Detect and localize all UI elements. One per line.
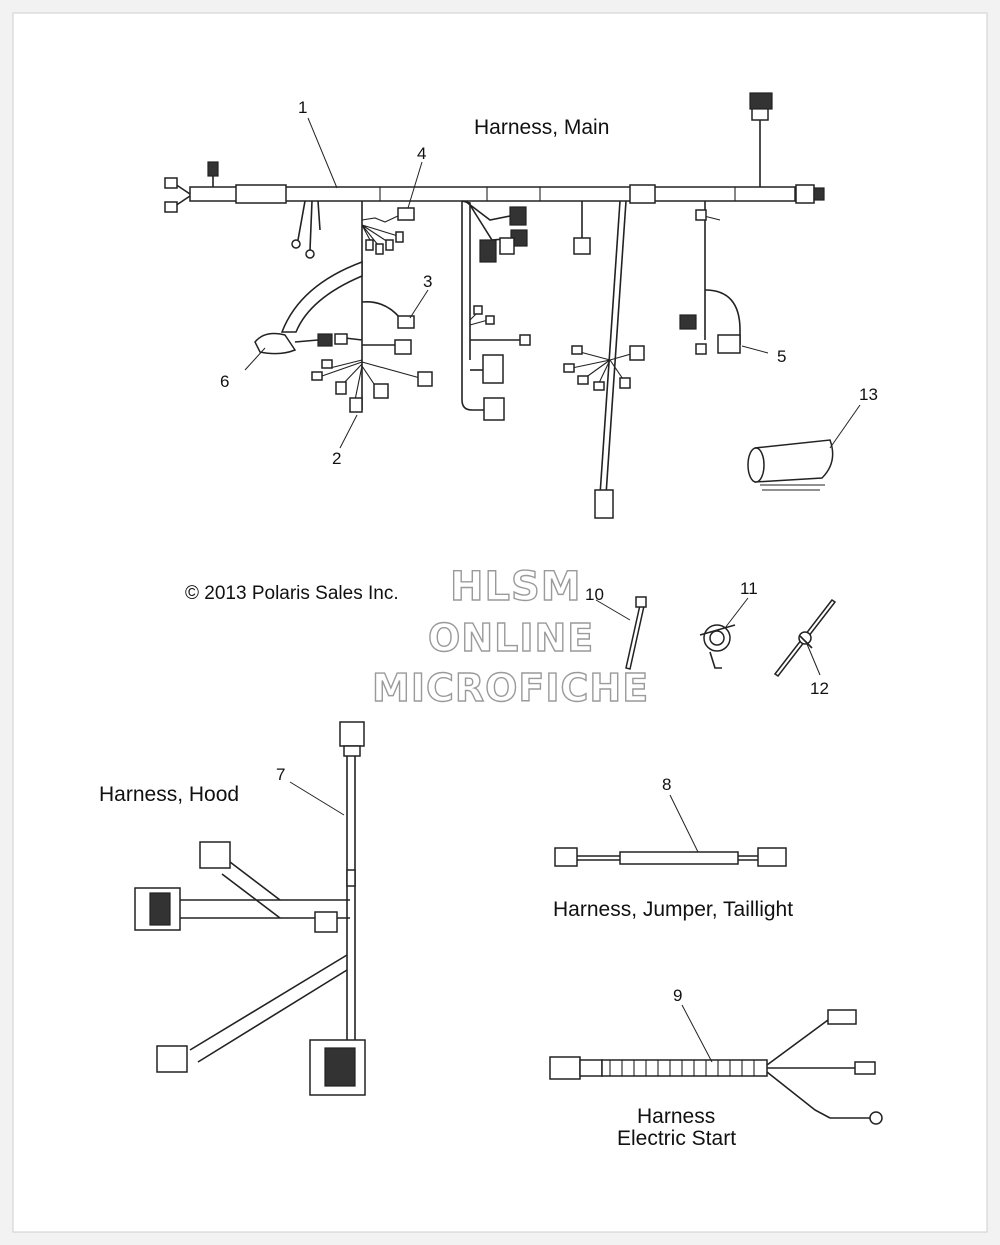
callout-2: 2 (332, 449, 342, 468)
part-12-tie-mount (773, 598, 837, 678)
part-11-clip (699, 624, 736, 669)
callout-10: 10 (585, 585, 604, 604)
leader-lines (244, 117, 861, 1063)
jumper-harness (554, 847, 787, 867)
title-electric-start-line2: Electric Start (617, 1127, 737, 1150)
hood-harness (134, 721, 366, 1096)
title-harness-jumper: Harness, Jumper, Taillight (553, 898, 794, 921)
electric-start-harness (549, 1009, 883, 1125)
watermark-line2: ONLINE (427, 615, 595, 660)
main-harness (164, 92, 825, 519)
callout-1: 1 (298, 98, 308, 117)
watermark-line1: HLSM (449, 563, 582, 610)
callout-3: 3 (423, 272, 433, 291)
title-harness-main: Harness, Main (474, 116, 610, 139)
callout-13: 13 (859, 385, 878, 404)
part-13-boot (747, 439, 834, 491)
callout-5: 5 (777, 347, 787, 366)
title-harness-hood: Harness, Hood (99, 783, 240, 806)
copyright-notice: © 2013 Polaris Sales Inc. (185, 583, 399, 604)
callout-11: 11 (740, 579, 758, 598)
callout-6: 6 (220, 372, 230, 391)
part-10-cable-tie (625, 596, 647, 670)
callout-12: 12 (810, 679, 829, 698)
watermark-line3: MICROFICHE (371, 665, 650, 710)
callout-7: 7 (276, 765, 286, 784)
callout-4: 4 (417, 144, 427, 163)
callout-8: 8 (662, 775, 672, 794)
title-electric-start-line1: Harness (637, 1105, 716, 1128)
callout-9: 9 (673, 986, 683, 1005)
